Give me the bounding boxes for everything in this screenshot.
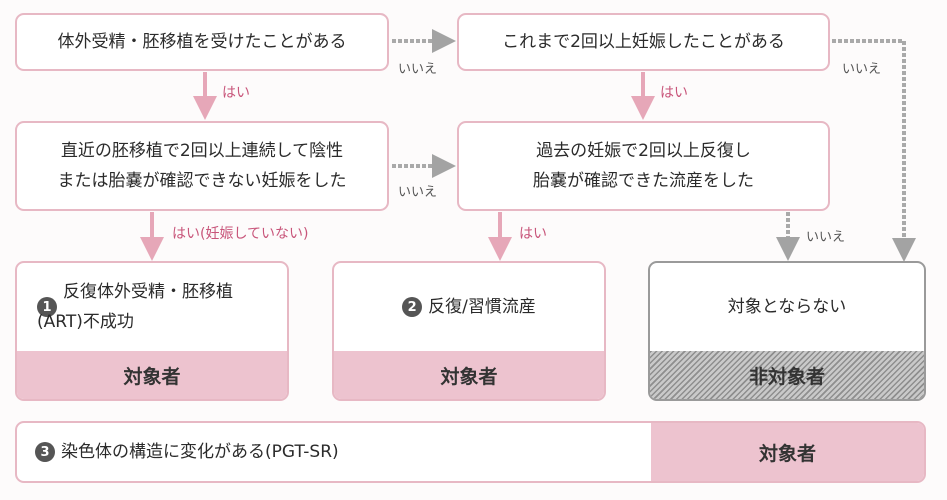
answer-no-q3: いいえ [398, 185, 438, 200]
result-repeated-art-failure-line1: 反復体外受精・胚移植 [63, 282, 233, 302]
result-not-eligible-text: 対象とならない [727, 297, 847, 317]
question-repeated-miscarriage: 過去の妊娠で2回以上反復し 胎嚢が確認できた流産をした [457, 121, 830, 211]
question-pregnancy-history-text: これまで2回以上妊娠したことがある [502, 32, 785, 52]
result-recurrent-miscarriage-text: 反復/習慣流産 [428, 297, 536, 317]
number-badge: 3 [35, 442, 55, 462]
result-label-target: 対象者 [17, 351, 287, 399]
result-structural-chromosome: 3 染色体の構造に変化がある(PGT-SR) 対象者 [15, 421, 926, 483]
number-badge: 2 [402, 297, 423, 317]
answer-no-q2: いいえ [842, 62, 882, 77]
result-repeated-art-failure-line2: (ART)不成功 [37, 312, 134, 332]
result-structural-chromosome-text: 染色体の構造に変化がある(PGT-SR) [61, 442, 339, 462]
answer-no-q1: いいえ [398, 62, 438, 77]
question-ivf-history: 体外受精・胚移植を受けたことがある [15, 13, 389, 71]
number-badge: 1 [37, 297, 57, 317]
result-label-target: 対象者 [334, 351, 604, 399]
answer-yes-q3: はい(妊娠していない) [172, 226, 309, 242]
question-recent-transfer: 直近の胚移植で2回以上連続して陰性 または胎嚢が確認できない妊娠をした [15, 121, 389, 211]
answer-no-q4: いいえ [806, 230, 846, 245]
question-recent-transfer-line2: または胎嚢が確認できない妊娠をした [57, 171, 347, 191]
result-repeated-art-failure: 1 反復体外受精・胚移植 (ART)不成功 対象者 [15, 261, 289, 401]
question-pregnancy-history: これまで2回以上妊娠したことがある [457, 13, 830, 71]
result-recurrent-miscarriage: 2 反復/習慣流産 対象者 [332, 261, 606, 401]
question-repeated-miscarriage-line1: 過去の妊娠で2回以上反復し [536, 141, 751, 161]
answer-yes-q2: はい [660, 85, 688, 101]
answer-yes-q1: はい [222, 85, 250, 101]
arrow-q2-no [832, 39, 916, 262]
question-ivf-history-text: 体外受精・胚移植を受けたことがある [57, 32, 347, 52]
question-recent-transfer-line1: 直近の胚移植で2回以上連続して陰性 [60, 141, 344, 161]
result-label-non-target: 非対象者 [650, 351, 924, 399]
answer-yes-q4: はい [519, 226, 547, 242]
result-label-target: 対象者 [651, 423, 924, 481]
question-repeated-miscarriage-line2: 胎嚢が確認できた流産をした [533, 171, 754, 191]
result-not-eligible: 対象とならない 非対象者 [648, 261, 926, 401]
